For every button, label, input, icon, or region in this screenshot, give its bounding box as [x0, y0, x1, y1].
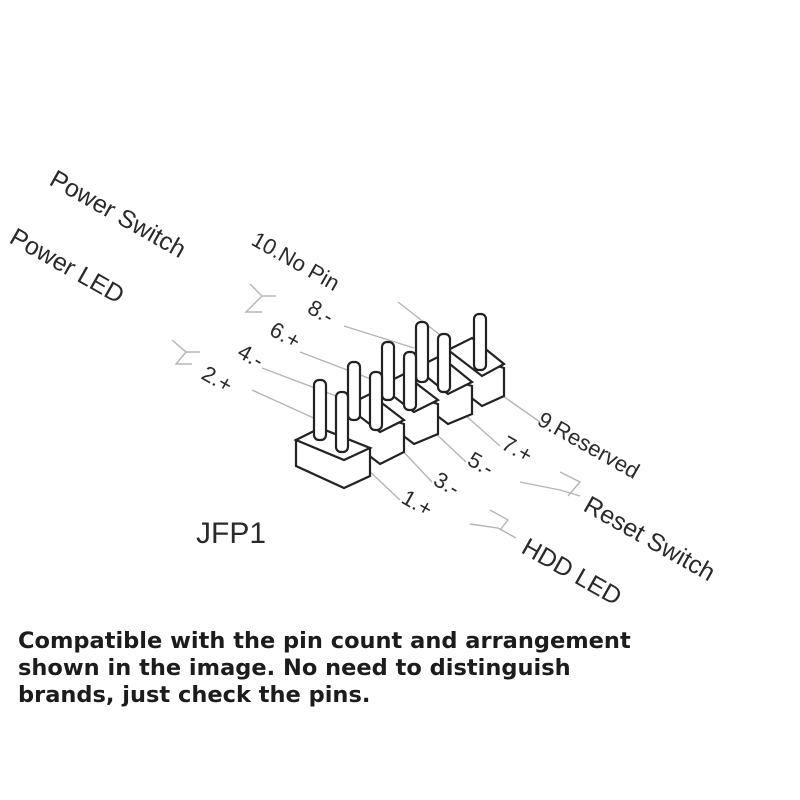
- hdd-led-bracket: [469, 523, 517, 539]
- pin-3: [368, 370, 384, 432]
- left-labels: Power Switch Power LED 10.No Pin 8.- 6.+…: [5, 165, 344, 398]
- pin-8-label: 8.-: [304, 295, 339, 329]
- pin-3-label: 3.-: [430, 467, 465, 501]
- header-pins: [312, 312, 488, 454]
- pin-6: [380, 340, 396, 402]
- pin-7-label: 7.+: [498, 431, 537, 468]
- power-switch-bracket: [249, 283, 276, 297]
- jfp1-pin-diagram: Power Switch Power LED 10.No Pin 8.- 6.+…: [5, 165, 720, 612]
- pin-1-label: 1.+: [398, 485, 437, 522]
- pin-7: [436, 332, 452, 394]
- compatibility-caption: Compatible with the pin count and arrang…: [18, 628, 631, 708]
- connector-lines: [171, 283, 582, 539]
- pin-6-label: 6.+: [266, 317, 305, 354]
- pin-9-label: 9.Reserved: [534, 407, 644, 484]
- pin-9: [472, 312, 488, 372]
- pin-1: [334, 390, 350, 454]
- pin-2: [312, 378, 328, 442]
- power-led-label: Power LED: [5, 223, 129, 310]
- pin-2-label: 2.+: [198, 361, 237, 398]
- pin-10-label: 10.No Pin: [248, 227, 344, 296]
- header-bases: [293, 336, 506, 490]
- reset-switch-bracket: [519, 481, 581, 497]
- pin-8: [414, 320, 430, 384]
- pin-4: [346, 360, 362, 422]
- pin-5: [402, 350, 418, 412]
- pin-5-label: 5.-: [464, 447, 499, 481]
- hdd-led-label: HDD LED: [517, 533, 626, 611]
- right-labels: 9.Reserved 7.+ 5.- 3.- 1.+ Reset Switch …: [398, 407, 720, 612]
- header-name-label: JFP1: [196, 517, 266, 550]
- power-led-bracket: [171, 339, 200, 353]
